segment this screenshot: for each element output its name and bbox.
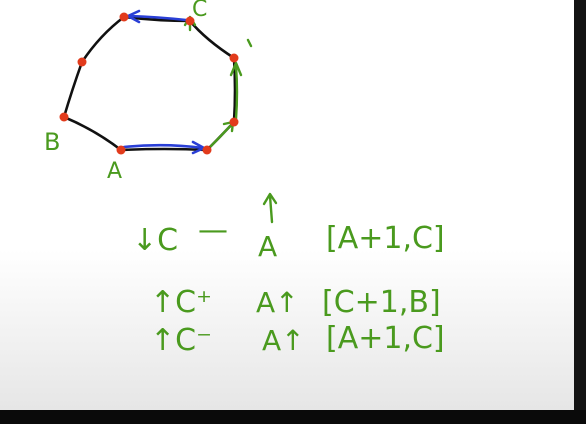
note-row1-left: ↓C — [132, 223, 178, 258]
vertex-label-b: B — [44, 128, 60, 156]
vertex-right-upper — [229, 53, 239, 63]
blue-arrow-top — [128, 14, 188, 22]
edge-left — [62, 60, 84, 119]
note-row1-bracket: [A+1,C] — [326, 221, 445, 256]
vertex-right-lower — [229, 117, 239, 127]
blue-arrows — [122, 9, 206, 155]
edge-right-upper — [188, 19, 236, 60]
note-row3-bracket: [A+1,C] — [326, 321, 445, 356]
whiteboard-canvas — [0, 0, 574, 410]
green-arrow-lower-right — [209, 122, 234, 148]
polygon-edges — [62, 15, 237, 152]
edge-bottom-left — [62, 115, 123, 152]
vertex-a — [116, 145, 126, 155]
vertex-top-right — [185, 16, 195, 26]
note-row1-up-arrow — [262, 192, 278, 224]
note-row3-left: ↑C⁻ — [150, 323, 212, 358]
note-row2-middle: A↑ — [256, 286, 299, 319]
green-arrowhead-right — [229, 61, 243, 77]
vertex-label-a: A — [107, 159, 122, 184]
note-row1-middle: A — [258, 230, 277, 263]
polygon-vertices — [59, 12, 239, 155]
edge-bottom — [119, 147, 209, 152]
note-row1-dash: — — [198, 213, 228, 248]
right-window-edge — [574, 0, 586, 410]
vertex-bottom-right — [202, 145, 212, 155]
vertex-top-left — [119, 12, 129, 22]
bottom-window-edge — [0, 410, 586, 424]
vertex-left-upper — [77, 57, 87, 67]
edge-top-left — [80, 15, 126, 64]
vertex-label-c: C — [192, 0, 207, 22]
note-row2-left: ↑C⁺ — [150, 285, 212, 320]
note-row3-middle: A↑ — [262, 324, 305, 357]
blue-arrow-bottom — [122, 143, 205, 150]
note-row2-bracket: [C+1,B] — [322, 285, 441, 320]
green-tick-right — [246, 38, 253, 48]
vertex-b — [59, 112, 69, 122]
green-arrows — [183, 15, 253, 148]
green-arrow-right — [234, 64, 239, 121]
